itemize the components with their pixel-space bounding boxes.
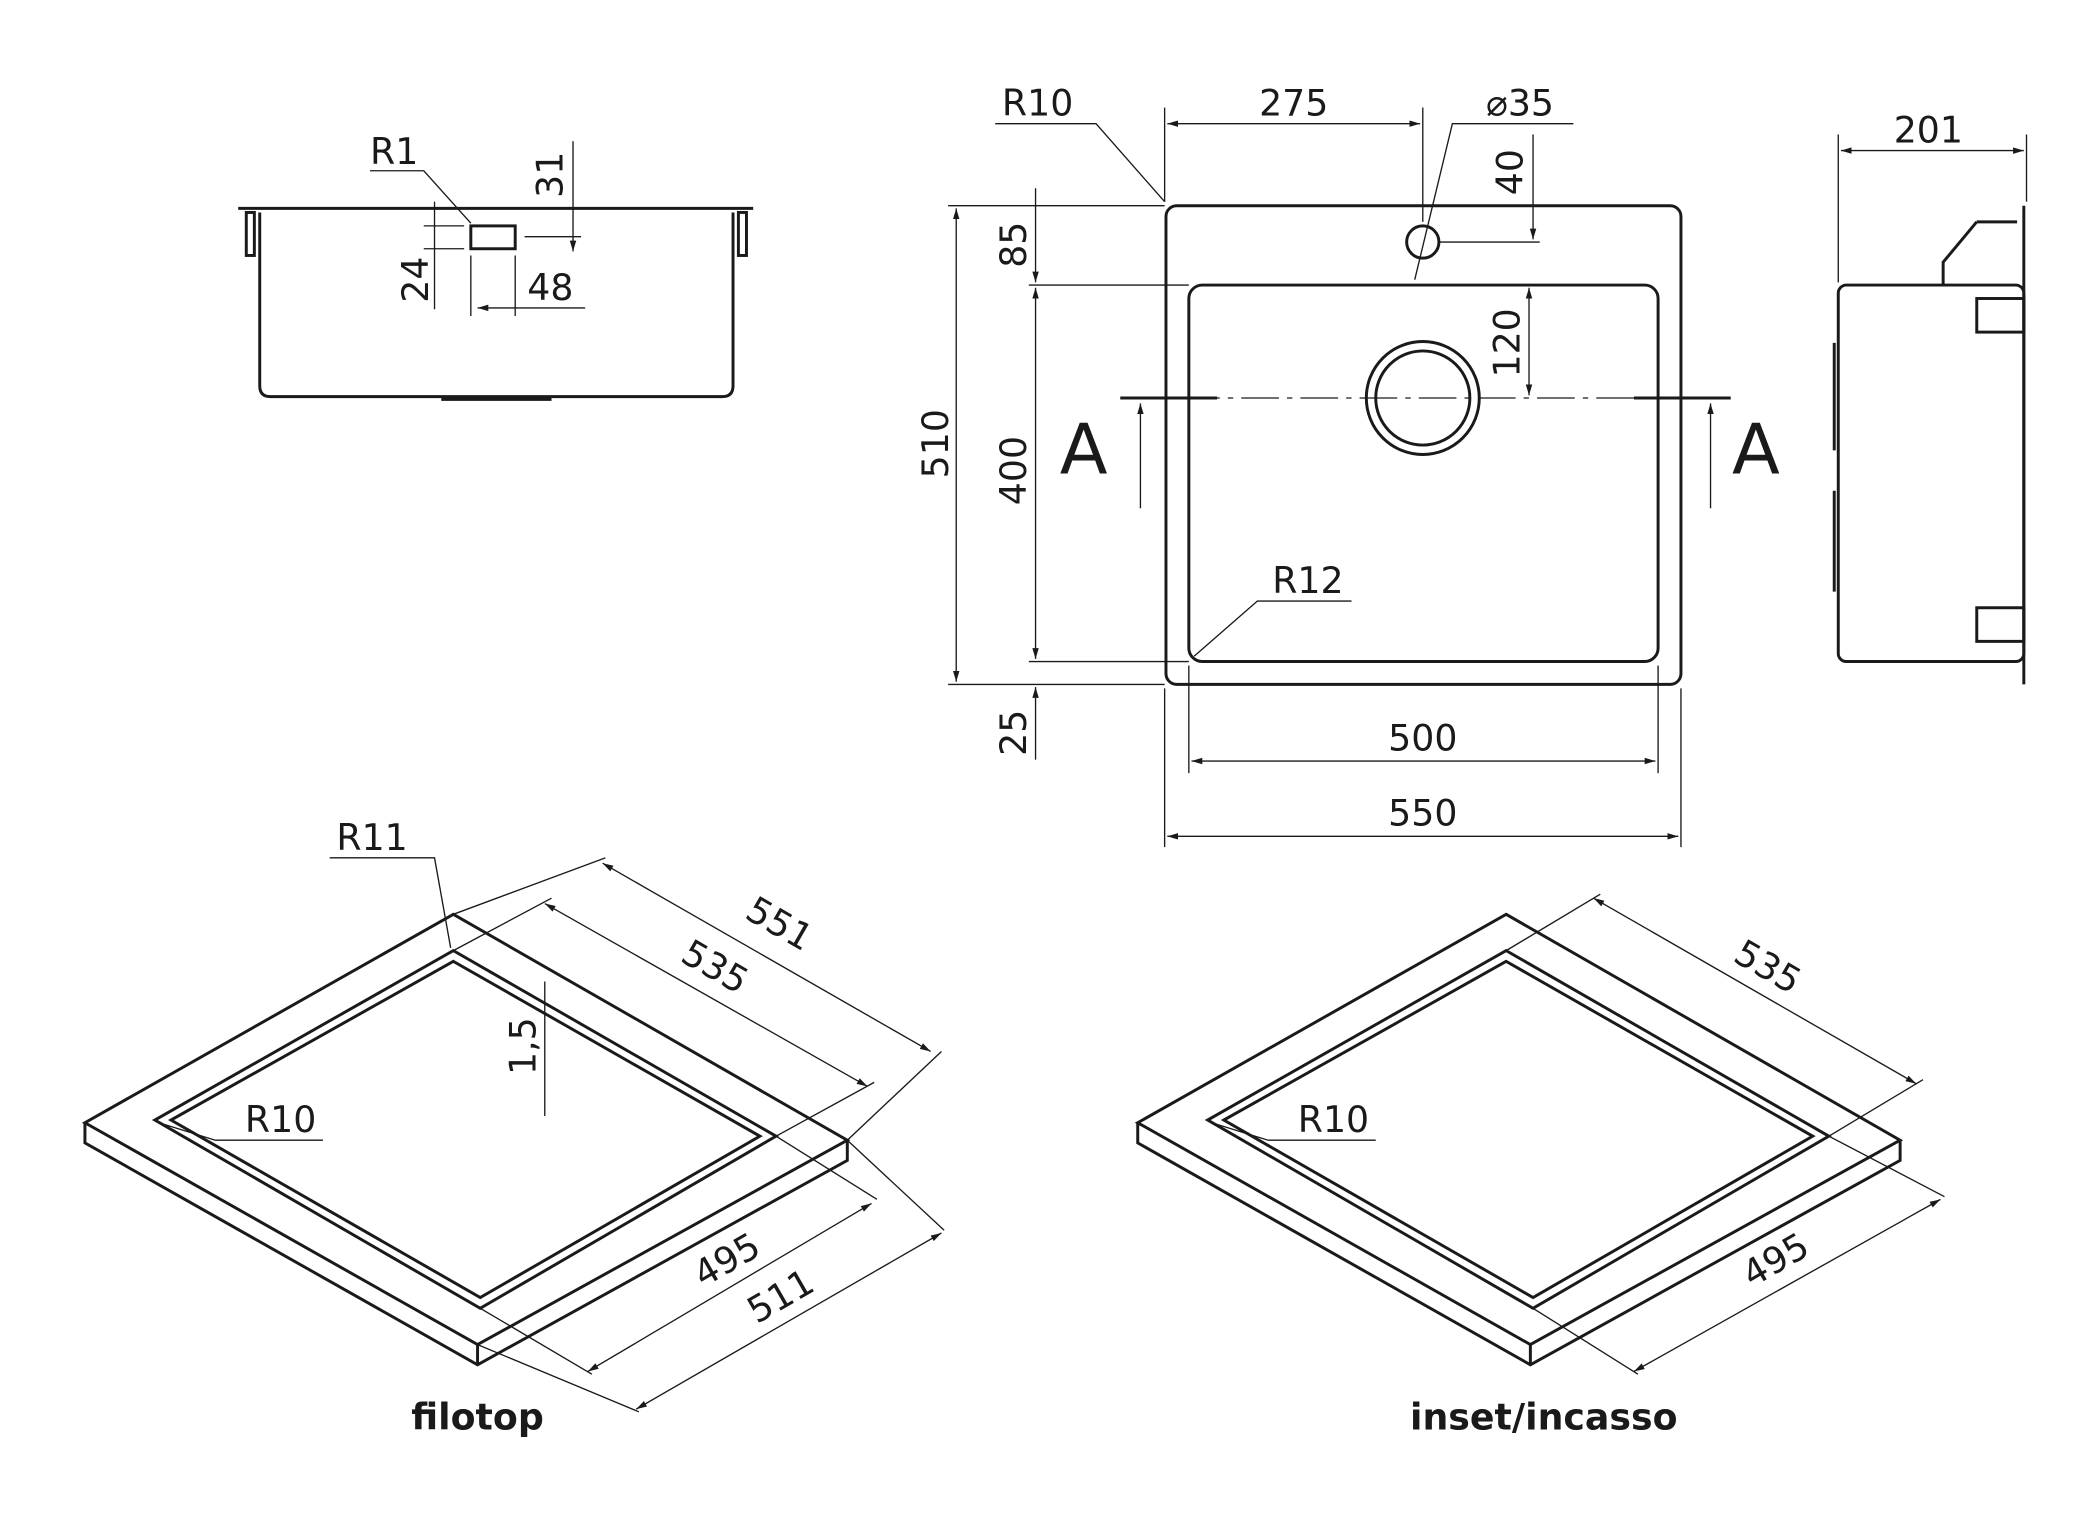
tap-hole — [1405, 224, 1441, 260]
dim-201: 201 — [1894, 109, 1963, 152]
caption-inset: inset/incasso — [1410, 1395, 1678, 1438]
dim-24: 24 — [394, 257, 437, 303]
top-view: A A R10 275 ⌀35 40 120 85 510 400 25 — [914, 82, 1780, 848]
dim-535: 535 — [1727, 931, 1808, 1003]
filotop-iso-view: 551 535 1,5 R11 R10 495 511 filotop — [81, 816, 945, 1438]
label-r10: R10 — [245, 1098, 316, 1141]
dim-25: 25 — [992, 710, 1035, 756]
dim-550: 550 — [1388, 792, 1457, 835]
label-r10: R10 — [1002, 82, 1073, 125]
dim-diameter-35: ⌀35 — [1486, 82, 1554, 125]
dim-120: 120 — [1486, 308, 1529, 377]
dim-400: 400 — [992, 436, 1035, 505]
dim-495: 495 — [1735, 1224, 1816, 1296]
end-view: 201 — [1832, 109, 2028, 685]
dim-275: 275 — [1259, 82, 1328, 125]
label-r1: R1 — [370, 130, 418, 173]
dim-535: 535 — [674, 931, 755, 1003]
dim-85: 85 — [992, 222, 1035, 268]
caption-filotop: filotop — [411, 1395, 544, 1438]
dim-31: 31 — [528, 152, 571, 198]
dim-500: 500 — [1388, 716, 1457, 759]
dim-40: 40 — [1488, 149, 1531, 195]
side-view: R1 31 24 48 — [238, 130, 754, 401]
dim-48: 48 — [527, 266, 573, 309]
dim-511: 511 — [740, 1260, 821, 1332]
section-a-right: A — [1732, 409, 1780, 490]
section-a-left: A — [1060, 409, 1108, 490]
dim-1-5: 1,5 — [501, 1017, 544, 1075]
overflow-slot — [469, 224, 517, 251]
label-r10: R10 — [1298, 1098, 1369, 1141]
inset-iso-view: 535 R10 495 inset/incasso — [1134, 893, 1945, 1438]
label-r12: R12 — [1272, 559, 1343, 602]
dim-510: 510 — [914, 409, 957, 478]
label-r11: R11 — [336, 816, 407, 859]
